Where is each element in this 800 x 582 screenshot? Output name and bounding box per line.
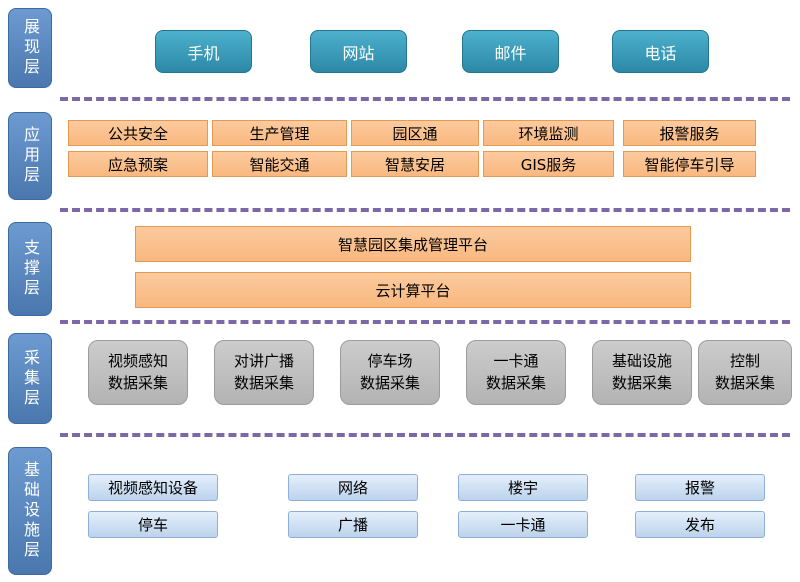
layer-label-infrastructure: 基础设施层 — [8, 447, 52, 575]
presentation-box-phone: 电话 — [612, 30, 709, 73]
application-box-production-mgmt: 生产管理 — [212, 120, 347, 146]
support-bar-cloud-platform: 云计算平台 — [135, 272, 691, 308]
collection-box-intercom: 对讲广播 数据采集 — [214, 340, 314, 405]
infrastructure-box-publish: 发布 — [635, 511, 765, 538]
application-box-env-monitoring: 环境监测 — [483, 120, 614, 146]
infrastructure-box-alarm: 报警 — [635, 474, 765, 501]
infrastructure-box-video-devices: 视频感知设备 — [88, 474, 218, 501]
application-box-public-safety: 公共安全 — [68, 120, 208, 146]
infrastructure-box-building: 楼宇 — [458, 474, 588, 501]
presentation-box-email: 邮件 — [462, 30, 559, 73]
application-box-park-pass: 园区通 — [351, 120, 479, 146]
application-box-smart-traffic: 智能交通 — [212, 151, 347, 177]
divider-1 — [60, 97, 790, 101]
divider-3 — [60, 320, 790, 324]
presentation-box-mobile: 手机 — [155, 30, 252, 73]
application-box-gis-service: GIS服务 — [483, 151, 614, 177]
layer-label-presentation: 展现层 — [8, 8, 52, 88]
infrastructure-box-broadcast: 广播 — [288, 511, 418, 538]
application-box-smart-living: 智慧安居 — [351, 151, 479, 177]
layer-label-collection: 采集层 — [8, 333, 52, 424]
layer-label-support: 支撑层 — [8, 222, 52, 316]
collection-box-control: 控制 数据采集 — [698, 340, 792, 405]
divider-2 — [60, 208, 790, 212]
collection-box-infrastructure: 基础设施 数据采集 — [592, 340, 692, 405]
collection-box-parking: 停车场 数据采集 — [340, 340, 440, 405]
divider-4 — [60, 433, 790, 437]
infrastructure-box-network: 网络 — [288, 474, 418, 501]
collection-box-video: 视频感知 数据采集 — [88, 340, 188, 405]
application-box-alarm-service: 报警服务 — [623, 120, 756, 146]
application-box-emergency-plan: 应急预案 — [68, 151, 208, 177]
presentation-box-website: 网站 — [310, 30, 407, 73]
infrastructure-box-onecard: 一卡通 — [458, 511, 588, 538]
infrastructure-box-parking: 停车 — [88, 511, 218, 538]
application-box-parking-guidance: 智能停车引导 — [623, 151, 756, 177]
support-bar-integrated-platform: 智慧园区集成管理平台 — [135, 226, 691, 262]
layer-label-application: 应用层 — [8, 112, 52, 200]
collection-box-onecard: 一卡通 数据采集 — [466, 340, 566, 405]
